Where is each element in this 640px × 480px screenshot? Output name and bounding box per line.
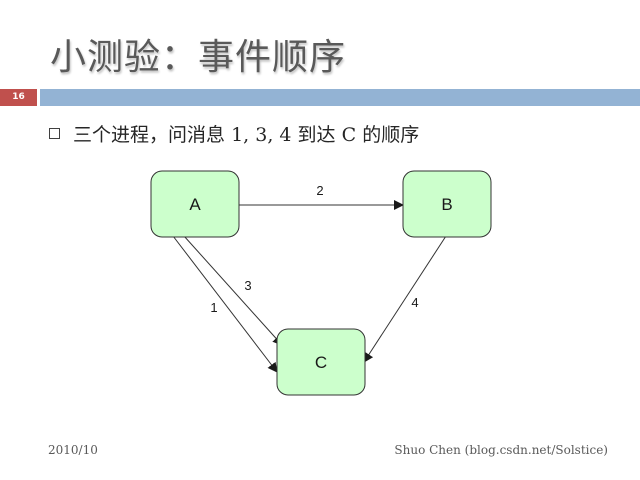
node-a-box	[150, 170, 240, 238]
bullet-prefix: 三个进程，问消息	[73, 124, 226, 146]
slide-number: 16	[12, 92, 25, 102]
edge-3-line	[183, 235, 283, 346]
node-b-label: B	[441, 195, 452, 214]
edge-4-line	[363, 235, 447, 363]
edge-2-label: 2	[316, 183, 323, 198]
bullet-message-numbers: 1, 3, 4	[231, 124, 292, 146]
bullet-square-icon	[49, 128, 60, 139]
slide-title: 小测验：事件顺序	[50, 37, 347, 78]
edge-4-label: 4	[411, 295, 418, 310]
edge-1-line	[172, 235, 278, 373]
bullet-text: 三个进程，问消息 1, 3, 4 到达 C 的顺序	[73, 120, 419, 147]
bullet-mid: 到达	[297, 124, 336, 146]
node-c-label: C	[315, 353, 327, 372]
footer-author: Shuo Chen (blog.csdn.net/Solstice)	[394, 443, 608, 457]
node-b-box	[402, 170, 492, 238]
node-a-label: A	[189, 195, 201, 214]
slide-number-bar	[0, 89, 37, 106]
footer-date: 2010/10	[48, 443, 98, 457]
node-c-box	[276, 328, 366, 396]
edge-3-label: 3	[244, 278, 251, 293]
bullet-process-c: C	[341, 124, 357, 146]
edge-1-label: 1	[210, 300, 217, 315]
title-divider-bar	[40, 89, 640, 106]
bullet-suffix: 的顺序	[362, 124, 420, 146]
